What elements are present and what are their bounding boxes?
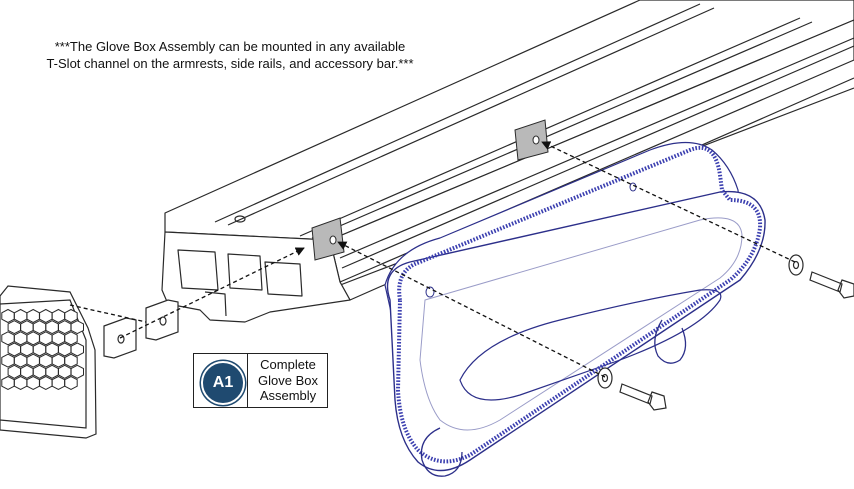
pouch-zipper xyxy=(396,145,763,464)
honeycomb-cell xyxy=(7,364,21,379)
honeycomb-cell xyxy=(51,353,66,368)
honeycomb-cell xyxy=(13,375,28,390)
slot-nut-front-hole xyxy=(329,235,337,245)
honeycomb-cell xyxy=(26,331,40,346)
honeycomb-cell xyxy=(51,308,66,324)
rail-groove-lines xyxy=(214,3,854,269)
mounting-note-line-2: T-Slot channel on the armrests, side rai… xyxy=(46,56,414,71)
honeycomb-end-cap xyxy=(0,285,97,439)
honeycomb-cell xyxy=(64,353,78,368)
honeycomb-cell xyxy=(39,331,53,346)
guide-loose-nuts-arrow xyxy=(119,247,305,339)
pouch-loop-left xyxy=(420,427,463,477)
honeycomb-cell xyxy=(39,375,53,390)
callout-label-line-1: Complete xyxy=(260,357,316,372)
honeycomb-cell xyxy=(58,364,72,379)
pouch-loop-right xyxy=(654,319,687,364)
rail-end-slots xyxy=(177,249,303,317)
honeycomb-cell xyxy=(45,364,59,379)
honeycomb-cell xyxy=(39,308,53,324)
honeycomb-cell xyxy=(13,308,28,324)
honeycomb-cell xyxy=(39,353,53,368)
callout-badge-a1: A1 xyxy=(201,361,245,405)
callout-label-line-2: Glove Box xyxy=(258,372,318,388)
fasteners xyxy=(597,254,854,411)
honeycomb-cell xyxy=(7,342,21,357)
honeycomb-cell xyxy=(26,353,40,368)
honeycomb-cell xyxy=(70,320,84,335)
pouch-inner-contour xyxy=(419,217,743,431)
callout-divider xyxy=(247,354,248,407)
honeycomb-cell xyxy=(26,308,40,324)
honeycomb-cell xyxy=(20,364,34,379)
honeycomb-cell xyxy=(70,364,84,379)
honeycomb-cell xyxy=(64,375,78,390)
loose-square-nuts xyxy=(103,299,179,359)
mounting-note-line-1: ***The Glove Box Assembly can be mounted… xyxy=(54,39,406,54)
honeycomb-cell xyxy=(70,342,84,357)
slot-nut-rear xyxy=(514,119,549,161)
honeycomb-cell xyxy=(7,320,21,335)
rail-mount-hole xyxy=(234,215,246,223)
callout-label-line-3: Assembly xyxy=(259,388,317,403)
honeycomb-cell xyxy=(45,342,59,357)
honeycomb-cell xyxy=(32,342,47,357)
assembly-guides xyxy=(69,141,796,378)
square-nut-right-hole xyxy=(159,316,167,326)
callout-label: Complete Glove Box Assembly xyxy=(250,357,326,404)
honeycomb-cell xyxy=(32,320,47,335)
guide-front-nut-arrow xyxy=(337,241,606,378)
honeycomb-cell xyxy=(1,375,15,390)
rail-slot-nuts xyxy=(311,119,549,261)
honeycomb-cell xyxy=(51,375,66,390)
honeycomb-cell xyxy=(45,320,59,335)
slot-nut-front xyxy=(311,217,345,261)
honeycomb-cell xyxy=(20,320,34,335)
pouch-rivet-2 xyxy=(629,182,637,192)
pouch-front-body xyxy=(386,190,766,472)
guide-end-cap-line xyxy=(69,304,147,323)
guide-rear-nut-arrow xyxy=(541,141,796,263)
glove-box-pouch xyxy=(384,141,766,477)
honeycomb-cell xyxy=(1,353,15,368)
washer-rear-hole xyxy=(792,260,800,270)
glove-box-callout: A1 Complete Glove Box Assembly xyxy=(193,353,328,408)
pouch-rivet-1 xyxy=(425,286,435,298)
honeycomb-cell xyxy=(58,342,72,357)
bolt-front xyxy=(619,383,667,411)
honeycomb-cell xyxy=(26,375,40,390)
honeycomb-cell xyxy=(20,342,34,357)
honeycomb-cell xyxy=(13,331,28,346)
end-cap-honeycomb xyxy=(1,308,84,390)
mounting-note: ***The Glove Box Assembly can be mounted… xyxy=(0,38,460,72)
honeycomb-cell xyxy=(51,331,66,346)
honeycomb-cell xyxy=(13,353,28,368)
honeycomb-cell xyxy=(32,364,47,379)
honeycomb-cell xyxy=(58,320,72,335)
bolt-rear xyxy=(809,271,854,299)
honeycomb-cell xyxy=(64,331,78,346)
honeycomb-cell xyxy=(1,308,15,324)
honeycomb-cell xyxy=(1,331,15,346)
slot-nut-rear-hole xyxy=(532,135,540,145)
honeycomb-cell xyxy=(64,308,78,324)
